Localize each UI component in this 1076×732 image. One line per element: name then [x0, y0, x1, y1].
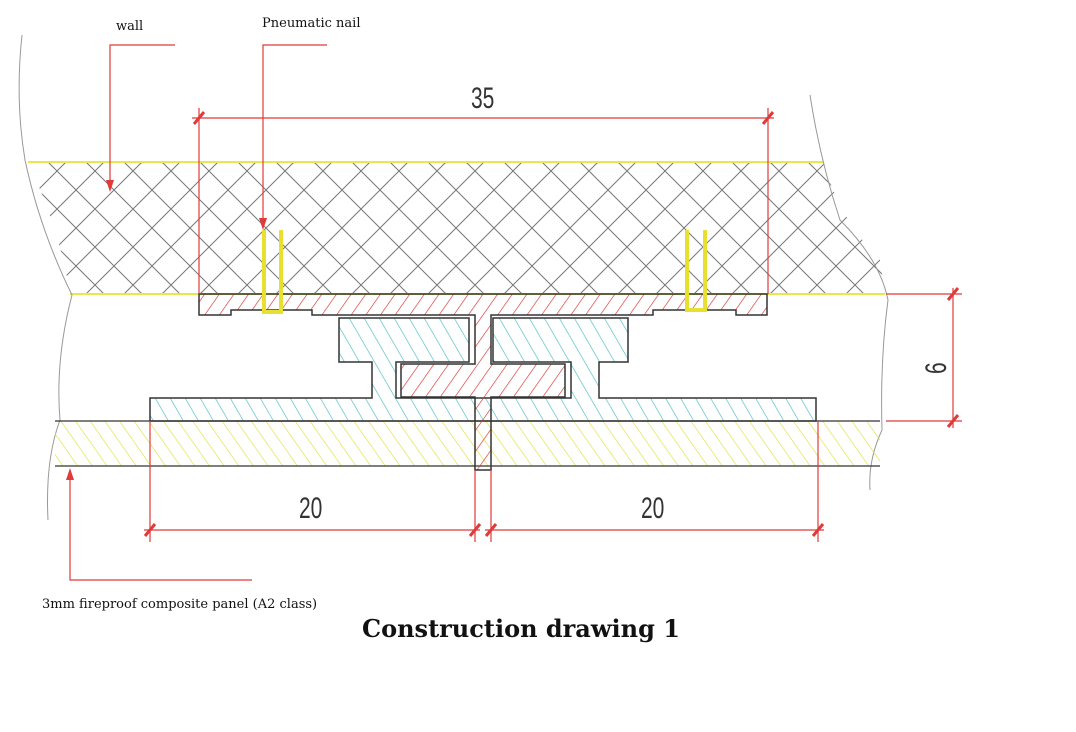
dimension-bottom-left: 20 — [299, 492, 323, 525]
pneumatic-nail-left — [262, 230, 283, 314]
panel-label: 3mm fireproof composite panel (A2 class) — [42, 597, 318, 612]
wall-arrow-icon — [106, 180, 114, 192]
wall-label: wall — [116, 19, 144, 34]
nail-label: Pneumatic nail — [262, 16, 361, 31]
dimension-bottom-right: 20 — [641, 492, 665, 525]
dimension-lines — [69, 44, 962, 581]
dimension-top: 35 — [471, 82, 495, 115]
nail-arrow-icon — [259, 218, 267, 230]
panel-arrow-icon — [66, 468, 74, 480]
drawing-title: Construction drawing 1 — [362, 614, 680, 643]
composite-panel — [55, 420, 880, 467]
pneumatic-nail-right — [685, 230, 707, 312]
dimension-right: 6 — [920, 362, 953, 374]
